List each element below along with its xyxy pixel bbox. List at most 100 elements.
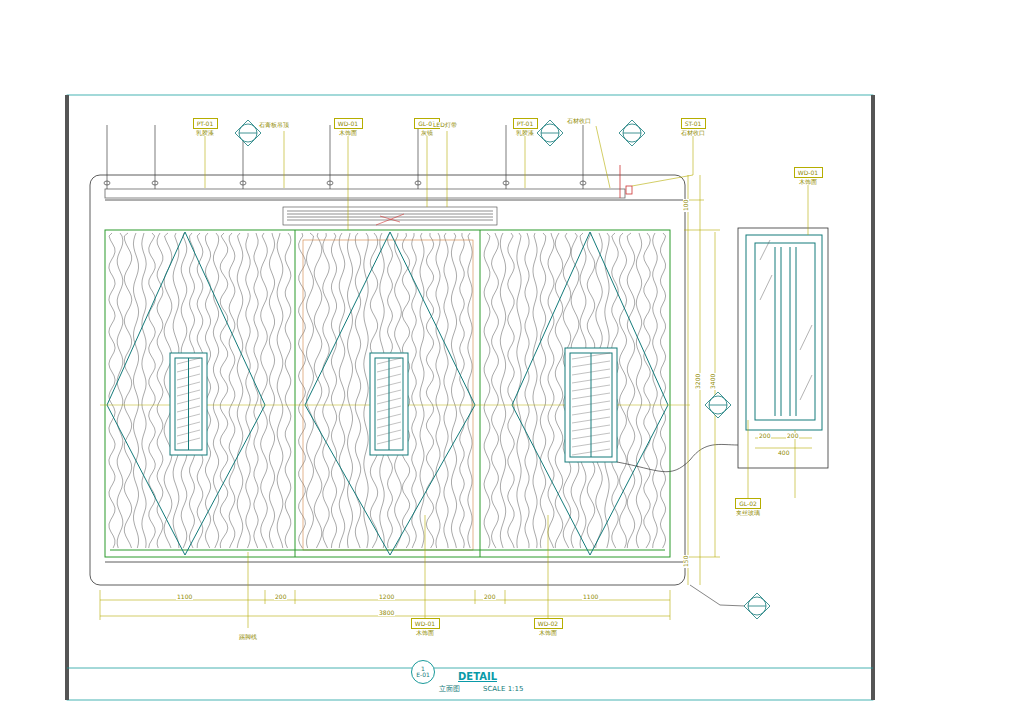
grain-line [500, 233, 505, 548]
grain-line [451, 233, 456, 548]
grain-line [444, 233, 448, 548]
hanger-clip [240, 181, 246, 185]
leader-lines [205, 126, 808, 628]
grain-line [619, 233, 626, 548]
hanger-clip [580, 181, 586, 185]
marker-diamond [744, 593, 770, 619]
grain-line [142, 233, 146, 548]
material-tag: ST-01石材收口 [681, 118, 706, 129]
dimension-text: 1200 [378, 594, 395, 600]
marker-circle [748, 597, 766, 615]
material-name: 木饰面 [538, 630, 558, 636]
grain-line [484, 233, 490, 548]
marker-divider [541, 133, 559, 134]
wall-panels [100, 230, 690, 557]
grain-line [339, 233, 345, 548]
grain-line [220, 233, 228, 548]
material-tag: PT-01乳胶漆 [513, 118, 538, 129]
glass-pane [570, 353, 612, 457]
material-tag: GL-02夹丝玻璃 [735, 498, 761, 509]
hanger-clip [415, 181, 421, 185]
hanger-rod [107, 125, 108, 189]
grain-line [540, 233, 546, 548]
material-tag: WD-01木饰面 [794, 167, 823, 178]
drawing-title: DETAIL [458, 671, 497, 682]
material-name: 石材收口 [680, 130, 706, 136]
grain-line [246, 233, 251, 548]
glass-mullion [591, 353, 592, 457]
material-code: PT-01 [514, 121, 537, 127]
hanger-clip [152, 181, 158, 185]
annotation: 石材收口 [566, 118, 592, 124]
material-code: ST-01 [682, 121, 705, 127]
grain-line [525, 233, 529, 548]
hanger-clip [503, 181, 509, 185]
grain-line [533, 233, 537, 548]
dimension-text: 200 [786, 433, 799, 439]
wall-outline [90, 165, 685, 585]
dimension-text: 100 [683, 199, 689, 212]
grain-line [331, 233, 336, 548]
material-tag: PT-01乳胶漆 [193, 118, 218, 129]
vent-grille [283, 207, 497, 225]
grain-line [460, 233, 465, 548]
material-tag: WD-01木饰面 [334, 118, 363, 129]
glass-mullion [188, 358, 189, 450]
glass-pane [375, 358, 403, 450]
hanger-rod [155, 125, 156, 189]
grain-line [348, 233, 353, 548]
hanger-rod [330, 125, 331, 189]
dimension-text: 1100 [176, 594, 193, 600]
grain-line [355, 233, 360, 548]
marker-divider [709, 405, 727, 406]
glass-frame [370, 353, 408, 455]
marker-divider [748, 606, 766, 607]
hanger-rod [583, 125, 584, 189]
grain-line [124, 233, 132, 548]
dimension-text: 150 [683, 555, 689, 568]
annotation: 踢脚线 [238, 634, 258, 640]
marker-diamond [619, 120, 645, 146]
marker-circle [709, 396, 727, 414]
side-detail [617, 228, 828, 472]
material-name: 乳胶漆 [515, 130, 535, 136]
material-name: 木饰面 [338, 130, 358, 136]
grain-line [109, 233, 115, 548]
material-code: WD-01 [412, 621, 439, 627]
annotation: LED灯带 [432, 122, 458, 128]
grain-line [468, 233, 472, 548]
hanger-rod [418, 125, 419, 189]
glass-pane [175, 358, 202, 450]
material-code: WD-02 [535, 621, 562, 627]
material-tag: WD-01木饰面 [411, 618, 440, 629]
grain-line [229, 233, 235, 548]
grain-line [436, 233, 440, 548]
hanger-rod [506, 125, 507, 189]
material-code: PT-01 [194, 121, 217, 127]
dimension-text: 200 [483, 594, 496, 600]
material-code: WD-01 [335, 121, 362, 127]
marker-circle [239, 124, 257, 142]
material-code: WD-01 [795, 170, 822, 176]
sheet-frame [67, 95, 873, 700]
grain-line [261, 233, 268, 548]
marker-divider [623, 133, 641, 134]
title-text: 立面图 [438, 686, 461, 693]
title-text: SCALE 1:15 [482, 686, 524, 693]
dimension-text: 200 [758, 433, 771, 439]
material-tag: WD-02木饰面 [534, 618, 563, 629]
marker-divider [239, 133, 257, 134]
grain-line [254, 233, 258, 548]
material-code: 1 [412, 666, 434, 672]
grain-line [548, 233, 554, 548]
material-name: 木饰面 [415, 630, 435, 636]
material-code: GL-02 [736, 501, 760, 507]
dimension-text: 1100 [582, 594, 599, 600]
grain-line [285, 233, 291, 548]
dimension-text: 3800 [378, 610, 395, 616]
grain-line [627, 233, 635, 548]
marker-diamond [705, 392, 731, 418]
dimension-text: 400 [777, 450, 790, 456]
glass-frame [170, 353, 207, 455]
